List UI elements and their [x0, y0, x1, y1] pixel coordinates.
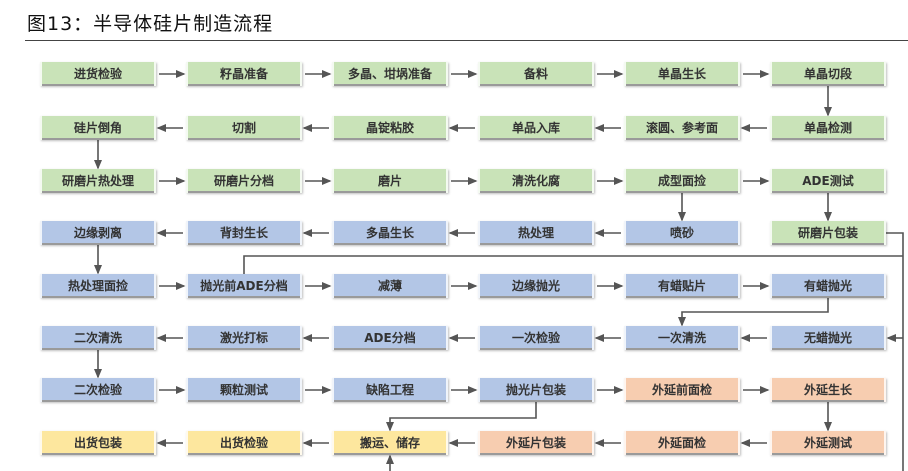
flow-step: 磨片	[332, 169, 448, 193]
flow-step: 边缘抛光	[478, 274, 594, 298]
flow-step: ADE测试	[770, 169, 886, 193]
flow-step: 热处理面捡	[40, 274, 156, 298]
flow-step: 有蜡抛光	[770, 274, 886, 298]
flow-arrow	[678, 298, 829, 327]
flow-step: 研磨片热处理	[40, 169, 156, 193]
flow-step: 二次清洗	[40, 326, 156, 350]
flow-step: 研磨片包装	[770, 221, 886, 245]
flow-step: 外延生长	[770, 378, 886, 402]
flow-step: 晶锭粘胶	[332, 116, 448, 140]
flow-step: 一次检验	[478, 326, 594, 350]
flow-step: 抛光前ADE分档	[186, 274, 302, 298]
flow-step: 喷砂	[624, 221, 740, 245]
flow-step: 单品入库	[478, 116, 594, 140]
flow-step: 进货检验	[40, 62, 156, 86]
flow-step: 多晶、坩埚准备	[332, 62, 448, 86]
flow-step: 单晶检测	[770, 116, 886, 140]
flow-step: ADE分档	[332, 326, 448, 350]
flow-step: 多晶生长	[332, 221, 448, 245]
flow-step: 缺陷工程	[332, 378, 448, 402]
flow-step: 外延面检	[624, 431, 740, 455]
flow-step: 抛光片包装	[478, 378, 594, 402]
flow-step: 清洗化腐	[478, 169, 594, 193]
flow-step: 一次清洗	[624, 326, 740, 350]
figure-title: 图13：半导体硅片制造流程	[27, 13, 274, 35]
flow-step: 外延前面检	[624, 378, 740, 402]
flow-step: 边缘剥离	[40, 221, 156, 245]
flow-step: 热处理	[478, 221, 594, 245]
flow-step: 出货检验	[186, 431, 302, 455]
flow-step: 有蜡贴片	[624, 274, 740, 298]
title-divider	[25, 40, 908, 41]
flow-step: 减薄	[332, 274, 448, 298]
flow-step: 激光打标	[186, 326, 302, 350]
flow-step: 单晶切段	[770, 62, 886, 86]
flow-step: 硅片倒角	[40, 116, 156, 140]
flow-step: 滚圆、参考面	[624, 116, 740, 140]
flow-line	[243, 255, 903, 274]
flow-step: 搬运、储存	[332, 431, 448, 455]
flow-step: 备料	[478, 62, 594, 86]
flow-step: 籽晶准备	[186, 62, 302, 86]
flow-line	[886, 232, 904, 471]
flow-step: 颗粒测试	[186, 378, 302, 402]
flow-step: 切割	[186, 116, 302, 140]
flow-step: 无蜡抛光	[770, 326, 886, 350]
flow-arrow	[386, 402, 537, 432]
flow-step: 研磨片分档	[186, 169, 302, 193]
flow-step: 外延测试	[770, 431, 886, 455]
flow-step: 二次检验	[40, 378, 156, 402]
flow-step: 成型面捡	[624, 169, 740, 193]
flow-step: 背封生长	[186, 221, 302, 245]
flow-step: 单晶生长	[624, 62, 740, 86]
flow-step: 出货包装	[40, 431, 156, 455]
flow-step: 外延片包装	[478, 431, 594, 455]
